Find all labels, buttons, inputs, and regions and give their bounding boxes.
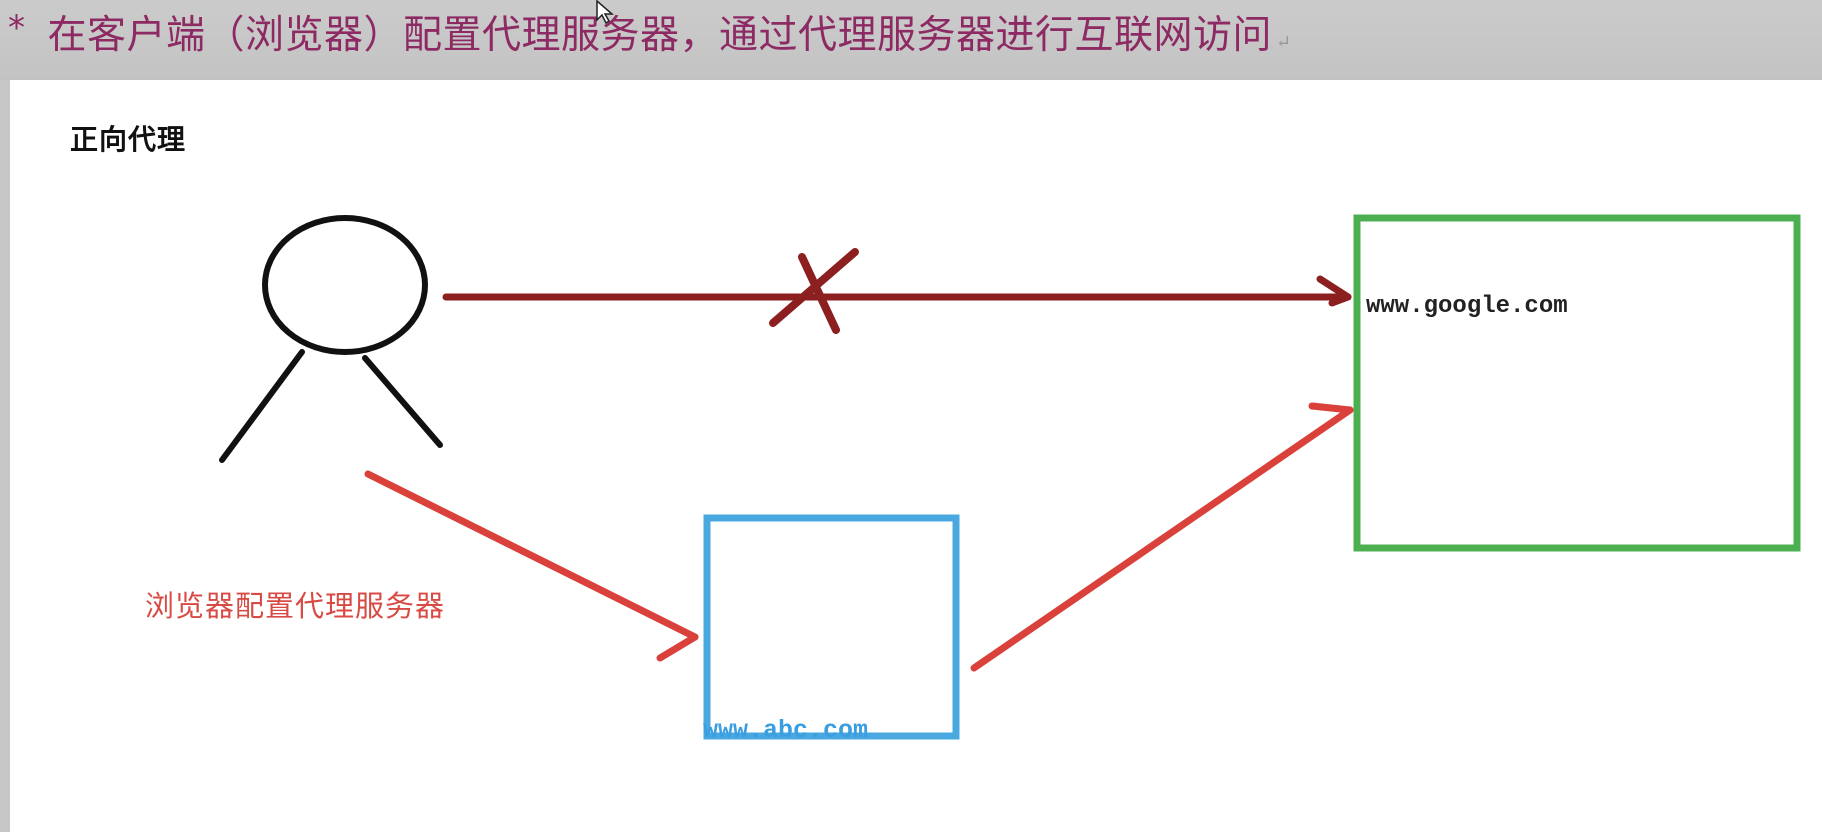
diagram-label: 正向代理 — [70, 123, 187, 156]
client-to-proxy-arrow — [364, 470, 699, 662]
cross-x-icon — [769, 248, 859, 334]
proxy-domain-label: www.abc.com — [703, 716, 869, 745]
proxy-to-target-arrow — [970, 402, 1354, 672]
proxy-config-note: 浏览器配置代理服务器 — [145, 589, 446, 623]
top-banner: * 在客户端（浏览器）配置代理服务器，通过代理服务器进行互联网访问 ↵ — [0, 0, 1822, 80]
bullet-star: * — [8, 8, 26, 48]
stick-figure-icon — [219, 215, 443, 463]
direct-access-arrow — [442, 275, 1352, 307]
slide-title: * 在客户端（浏览器）配置代理服务器，通过代理服务器进行互联网访问 ↵ — [8, 2, 1292, 62]
return-mark-icon: ↵ — [1276, 31, 1292, 53]
target-domain-label: www.google.com — [1366, 293, 1568, 320]
title-text: 在客户端（浏览器）配置代理服务器，通过代理服务器进行互联网访问 — [47, 13, 1273, 58]
target-server-box — [1353, 214, 1801, 552]
mouse-cursor-icon — [596, 0, 615, 24]
diagram-canvas: 正向代理 浏览器配置代理服务器 — [10, 80, 1822, 832]
proxy-server-box — [703, 514, 960, 740]
